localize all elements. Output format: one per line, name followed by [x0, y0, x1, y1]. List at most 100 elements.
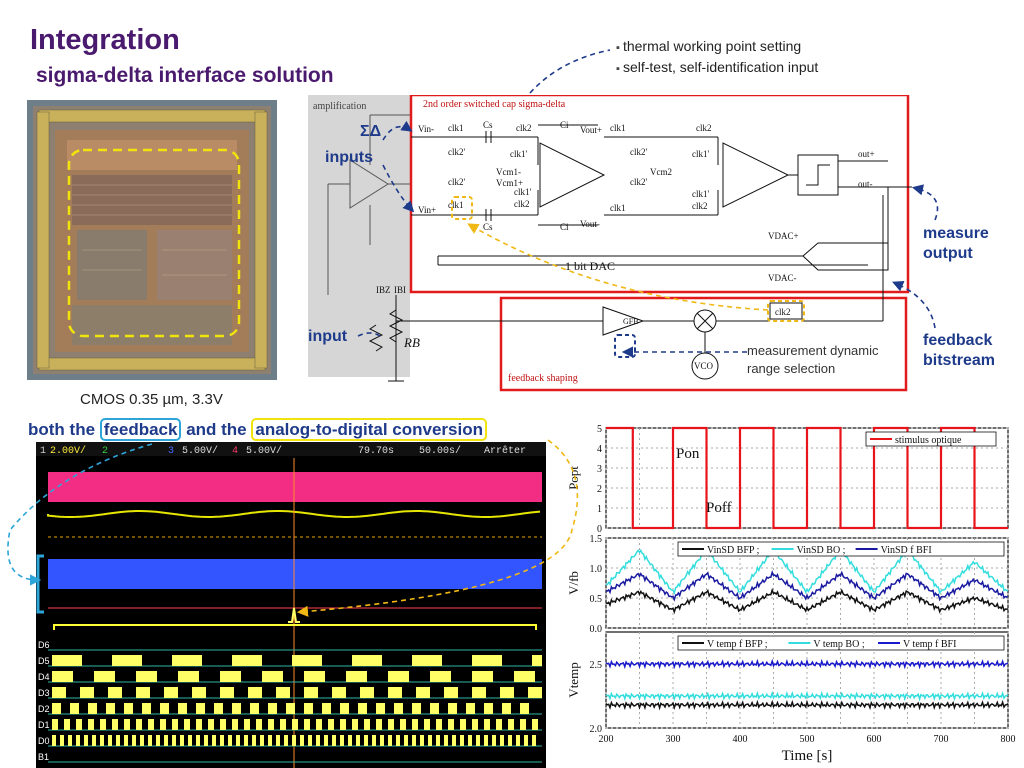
- digital-pulse: [412, 719, 418, 730]
- digital-channel-label: D0: [38, 736, 50, 746]
- svg-text:clk1: clk1: [610, 123, 626, 133]
- digital-pulse: [268, 719, 274, 730]
- digital-pulse: [260, 735, 264, 746]
- y-tick-label: 5: [597, 424, 602, 435]
- digital-pulse: [88, 703, 97, 714]
- svg-text:VDAC-: VDAC-: [768, 273, 797, 283]
- amplification-label: amplification: [313, 101, 366, 112]
- svg-text:Ci: Ci: [560, 222, 569, 232]
- ch3-trace: [48, 559, 542, 589]
- series-line: [605, 699, 1009, 711]
- digital-pulse: [304, 703, 313, 714]
- digital-pulse: [466, 703, 475, 714]
- y-tick-label: 1.0: [590, 564, 603, 575]
- digital-pulse: [184, 719, 190, 730]
- digital-pulse: [100, 719, 106, 730]
- dac-label: 1 bit DAC: [565, 259, 615, 273]
- digital-pulse: [196, 719, 202, 730]
- svg-text:GFB: GFB: [623, 317, 639, 326]
- digital-pulse: [76, 719, 82, 730]
- feature-bullet-list: thermal working point setting self-test,…: [616, 37, 818, 79]
- digital-pulse: [322, 703, 331, 714]
- svg-text:out-: out-: [858, 179, 873, 189]
- digital-pulse: [220, 719, 226, 730]
- y-axis-label: Popt: [566, 466, 581, 490]
- svg-text:5.00V/: 5.00V/: [246, 445, 282, 457]
- x-tick-label: 500: [800, 734, 815, 745]
- digital-pulse: [94, 671, 115, 682]
- digital-pulse: [124, 703, 133, 714]
- series-line: [605, 546, 1009, 596]
- y-tick-label: 2.5: [590, 660, 603, 671]
- digital-pulse: [460, 735, 464, 746]
- chip-die-photo: [27, 100, 277, 380]
- digital-pulse: [212, 735, 216, 746]
- amplification-region: [308, 95, 410, 377]
- feedback-box-label: feedback shaping: [508, 373, 578, 384]
- legend-entry: V temp f BFI: [903, 639, 956, 650]
- digital-pulse: [268, 735, 272, 746]
- digital-pulse: [100, 735, 104, 746]
- svg-text:clk1': clk1': [510, 149, 527, 159]
- svg-text:clk2: clk2: [516, 123, 532, 133]
- digital-pulse: [208, 719, 214, 730]
- digital-pulse: [292, 735, 296, 746]
- x-tick-label: 300: [666, 734, 681, 745]
- svg-text:clk2: clk2: [514, 199, 530, 209]
- svg-text:4: 4: [232, 446, 238, 457]
- digital-pulse: [178, 703, 187, 714]
- digital-pulse: [140, 735, 144, 746]
- digital-pulse: [524, 735, 528, 746]
- digital-pulse: [340, 735, 344, 746]
- digital-pulse: [280, 719, 286, 730]
- digital-pulse: [136, 687, 150, 698]
- vin-plus-label: Vin+: [418, 205, 436, 215]
- digital-pulse: [304, 687, 318, 698]
- digital-pulse: [388, 687, 402, 698]
- series-line: [605, 587, 1009, 615]
- y-tick-label: 2.0: [590, 724, 603, 735]
- digital-pulse: [502, 703, 511, 714]
- bullet-item: self-test, self-identification input: [616, 58, 818, 79]
- digital-pulse: [472, 719, 478, 730]
- digital-pulse: [228, 735, 232, 746]
- digital-pulse: [220, 671, 241, 682]
- digital-channel-label: D3: [38, 688, 50, 698]
- legend-entry: VinSD BFP ;: [707, 545, 760, 556]
- digital-pulse: [448, 719, 454, 730]
- digital-pulse: [476, 735, 480, 746]
- svg-text:1: 1: [40, 446, 46, 457]
- digital-pulse: [142, 703, 151, 714]
- digital-pulse: [352, 719, 358, 730]
- digital-pulse: [360, 687, 374, 698]
- digital-channel-label: D1: [38, 720, 50, 730]
- digital-pulse: [304, 719, 310, 730]
- sd-box-label: 2nd order switched cap sigma-delta: [423, 99, 566, 110]
- svg-text:clk2': clk2': [630, 147, 647, 157]
- digital-pulse: [52, 687, 66, 698]
- digital-pulse: [68, 735, 72, 746]
- digital-pulse: [436, 735, 440, 746]
- digital-pulse: [412, 703, 421, 714]
- legend-entry: stimulus optique: [895, 435, 962, 446]
- digital-pulse: [316, 735, 320, 746]
- digital-pulse: [520, 719, 526, 730]
- series-line: [606, 426, 1008, 530]
- digital-pulse: [388, 719, 394, 730]
- digital-pulse: [160, 703, 169, 714]
- digital-pulse: [332, 735, 336, 746]
- y-tick-label: 1: [597, 504, 602, 515]
- y-axis-label: V/fb: [566, 571, 581, 595]
- digital-pulse: [116, 735, 120, 746]
- digital-pulse: [514, 671, 535, 682]
- digital-channel-label: D6: [38, 640, 50, 650]
- digital-channels: [48, 649, 542, 763]
- digital-pulse: [340, 703, 349, 714]
- digital-pulse: [88, 719, 94, 730]
- page-title: Integration: [30, 24, 180, 56]
- digital-pulse: [64, 719, 70, 730]
- svg-text:clk2: clk2: [692, 201, 708, 211]
- svg-text:Vcm2: Vcm2: [650, 167, 672, 177]
- digital-pulse: [112, 655, 142, 666]
- svg-text:clk1': clk1': [692, 189, 709, 199]
